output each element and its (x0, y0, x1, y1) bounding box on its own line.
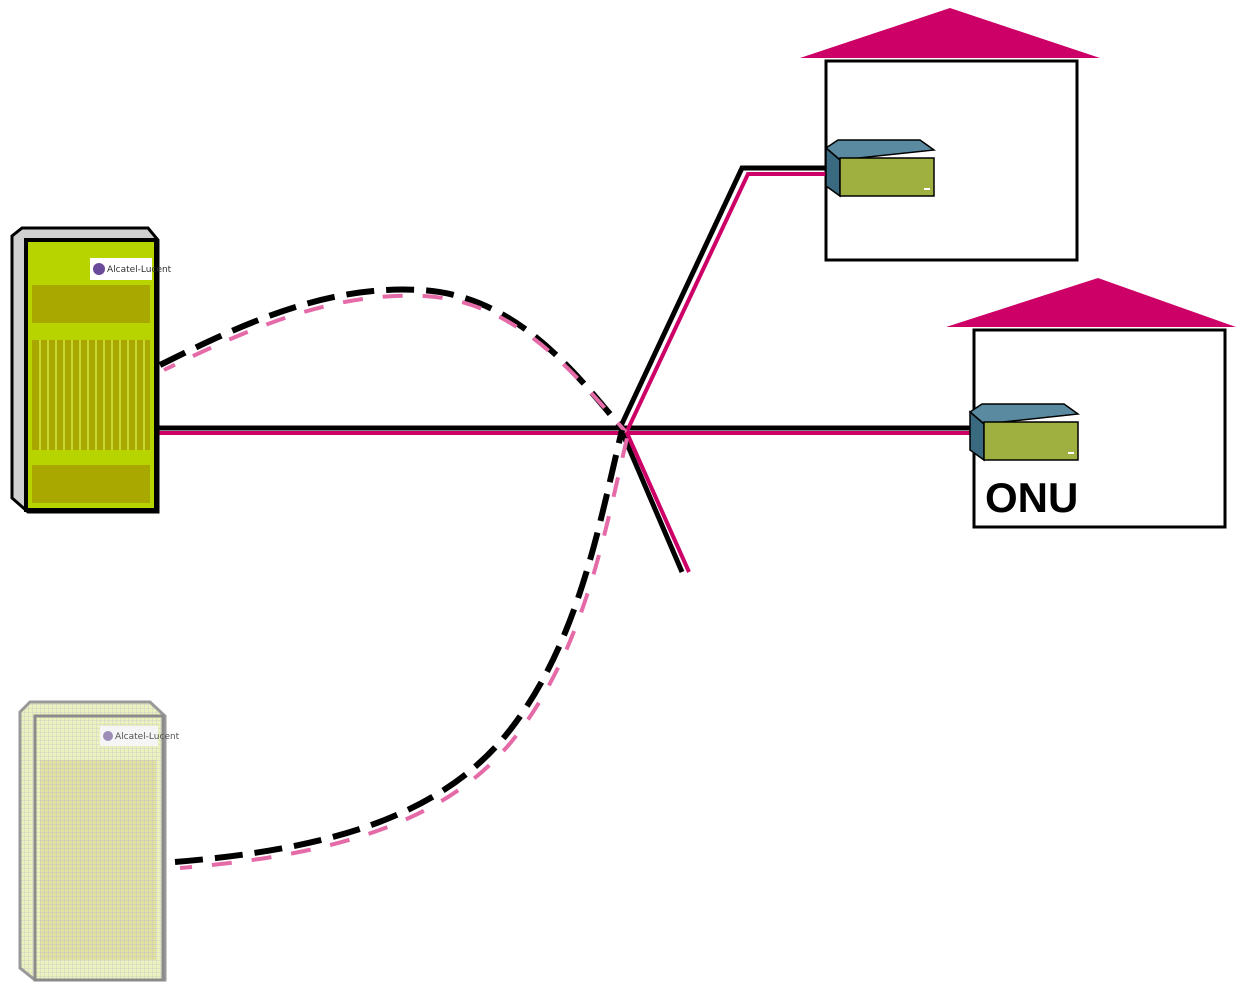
onu-upper-led (924, 188, 930, 190)
olt-primary-top-panel (32, 285, 150, 323)
onu-upper-front (839, 157, 935, 197)
onu-lower (968, 403, 1081, 462)
house-bottom-roof (946, 278, 1236, 327)
olt-primary-slots (32, 340, 150, 450)
olt-standby-logo: Alcatel-Lucent (115, 732, 180, 742)
olt-primary: Alcatel-Lucent (10, 226, 172, 514)
olt-primary-logo-icon (93, 263, 105, 275)
olt-primary-bottom-panel (32, 465, 150, 503)
olt-primary-logo-plate (90, 258, 152, 280)
fiber-stub-black (619, 431, 685, 573)
fiber-stub-magenta (625, 432, 691, 573)
olt-primary-logo: Alcatel-Lucent (107, 265, 172, 275)
fiber-dashed-bottom-magenta (179, 433, 630, 870)
onu-lower-front (983, 421, 1079, 461)
onu-upper (824, 139, 937, 198)
fiber-dashed (158, 286, 630, 870)
olt-standby: Alcatel-Lucent (18, 700, 180, 982)
onu-label: ONU (985, 474, 1078, 521)
olt-standby-logo-icon (103, 731, 113, 741)
house-top-roof (800, 8, 1100, 58)
fiber-dashed-top-black (158, 286, 625, 430)
fiber-branch-upper-black (617, 165, 830, 430)
house-top (800, 8, 1100, 262)
fiber-dashed-bottom-black (174, 429, 625, 865)
fiber-dashed-top-magenta (163, 293, 628, 434)
fiber-branch-upper-magenta (625, 172, 834, 432)
fiber-solid (158, 165, 972, 573)
olt-standby-logo-plate (100, 726, 158, 746)
olt-standby-slots (40, 760, 156, 960)
onu-lower-led (1068, 452, 1074, 454)
